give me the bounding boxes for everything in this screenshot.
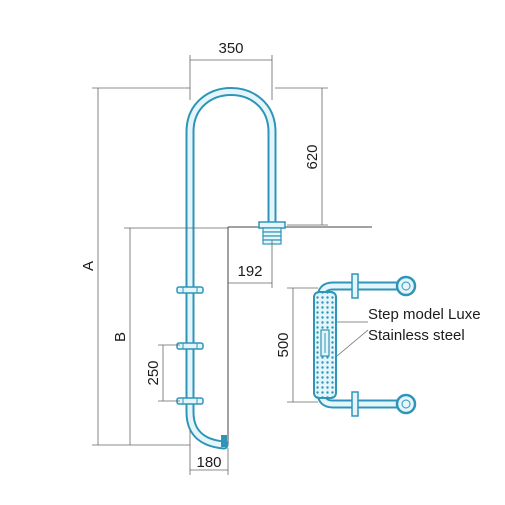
step-detail bbox=[313, 273, 417, 417]
dimension-overall-height: A bbox=[80, 87, 190, 446]
dimension-label-overall-height: A bbox=[80, 261, 97, 271]
pool-wall bbox=[227, 226, 372, 445]
dimension-top-height: 620 bbox=[275, 87, 328, 226]
dimension-step-spacing: 250 bbox=[145, 344, 180, 402]
dimension-underwater-height: B bbox=[112, 227, 228, 445]
step-bracket bbox=[176, 342, 204, 350]
step-flange bbox=[395, 393, 417, 415]
dimension-label-bottom-depth: 180 bbox=[196, 454, 221, 471]
dimension-label-top-width: 350 bbox=[218, 40, 243, 57]
dimension-label-step-spacing: 250 bbox=[145, 360, 162, 385]
dimension-bottom-depth: 180 bbox=[189, 430, 229, 475]
dimension-step-width: 500 bbox=[275, 287, 318, 403]
dimension-label-wall-offset: 192 bbox=[237, 263, 262, 280]
end-cap bbox=[221, 435, 227, 447]
material-label: Stainless steel bbox=[368, 327, 465, 344]
dimension-label-step-width: 500 bbox=[275, 332, 292, 357]
step-bracket bbox=[176, 397, 204, 405]
dimension-top-width: 350 bbox=[189, 40, 273, 100]
dimension-wall-offset: 192 bbox=[228, 240, 273, 288]
callouts: Step model Luxe Stainless steel bbox=[336, 306, 481, 357]
dimension-label-underwater-height: B bbox=[112, 332, 129, 342]
ladder-handrail bbox=[185, 87, 277, 450]
dimension-label-top-height: 620 bbox=[304, 144, 321, 169]
model-label: Step model Luxe bbox=[368, 306, 481, 323]
step-bracket bbox=[176, 286, 204, 294]
step-tread bbox=[313, 291, 337, 399]
step-flange bbox=[395, 275, 417, 297]
